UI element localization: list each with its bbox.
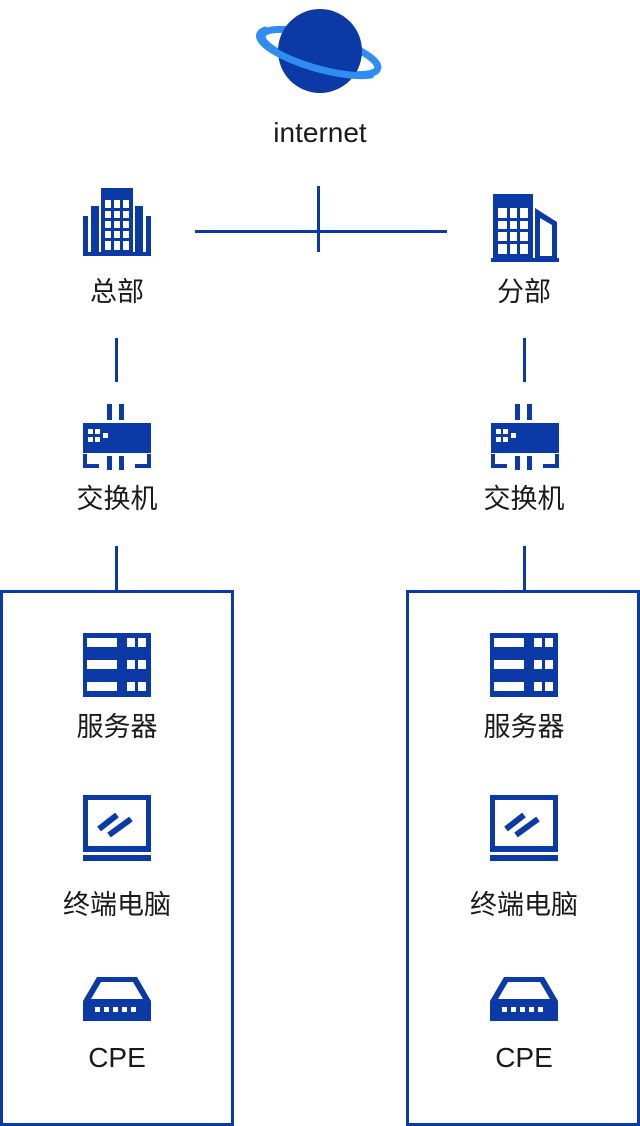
switch-icon (83, 404, 151, 470)
branch-link-devices (523, 546, 526, 592)
cpe-router-icon (490, 977, 558, 1021)
server-icon (83, 633, 151, 697)
internet-link-vertical (317, 186, 320, 252)
branch-switch-label: 交换机 (483, 484, 565, 515)
hq-link-devices (115, 546, 118, 592)
cpe-router-icon (83, 977, 151, 1021)
branch-server-label: 服务器 (483, 712, 565, 743)
monitor-icon (83, 795, 151, 861)
server-icon (490, 633, 558, 697)
office-building-icon (83, 188, 151, 256)
globe-icon (256, 9, 382, 93)
hq-link-switch (115, 338, 118, 382)
hq-switch-label: 交换机 (76, 484, 158, 515)
branch-terminal-label: 终端电脑 (470, 890, 578, 921)
hq-terminal-label: 终端电脑 (63, 890, 171, 921)
headquarters-label: 总部 (90, 277, 144, 308)
hq-device-group (0, 590, 234, 1126)
switch-icon (491, 404, 559, 470)
internet-link-horizontal (195, 230, 447, 233)
office-building-icon (491, 194, 559, 262)
branch-link-switch (523, 338, 526, 382)
hq-cpe-label: CPE (88, 1042, 146, 1073)
hq-server-label: 服务器 (76, 712, 158, 743)
branch-label: 分部 (497, 277, 551, 308)
internet-label: internet (273, 117, 367, 148)
monitor-icon (490, 795, 558, 861)
branch-device-group (406, 590, 640, 1126)
branch-cpe-label: CPE (495, 1042, 553, 1073)
